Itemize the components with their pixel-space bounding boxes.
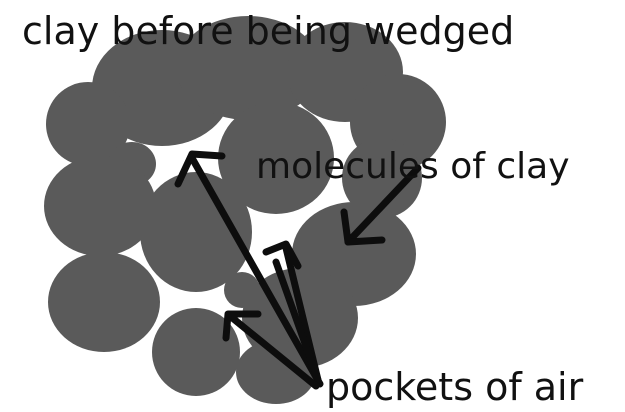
- air-pockets-label: pockets of air: [326, 365, 584, 409]
- diagram-title: clay before being wedged: [22, 9, 514, 53]
- molecules-label: molecules of clay: [256, 146, 570, 187]
- clay-molecule: [44, 156, 156, 256]
- clay-blobs: [44, 16, 446, 404]
- clay-molecule: [48, 252, 160, 352]
